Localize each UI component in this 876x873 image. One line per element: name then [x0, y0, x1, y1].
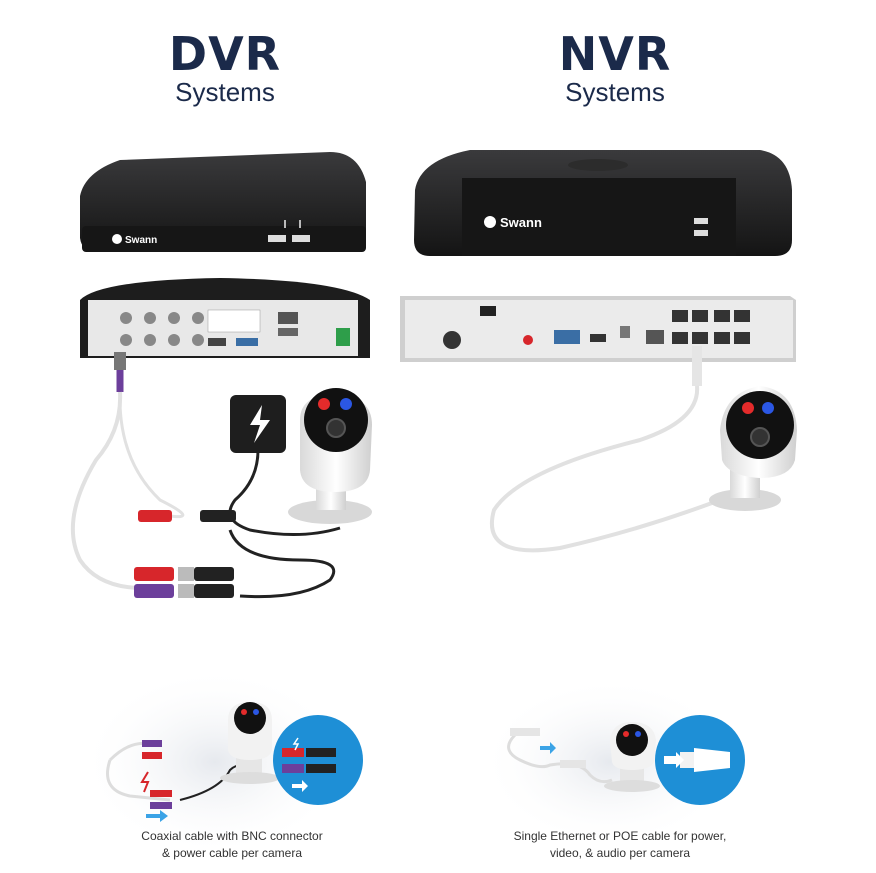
dvr-caption-line2: & power cable per camera — [161, 846, 303, 860]
dvr-heading: DVR Systems — [95, 30, 355, 106]
nvr-subtitle: Systems — [565, 77, 665, 107]
dvr-camera — [288, 388, 372, 524]
dvr-brand-label: Swann — [125, 235, 157, 246]
nvr-caption-line2: video, & audio per camera — [549, 846, 691, 860]
nvr-recorder-front: Swann — [414, 150, 792, 256]
dvr-connectors — [134, 510, 236, 598]
dvr-detail-illustration — [80, 667, 363, 857]
dvr-recorder-front: Swann — [80, 152, 366, 252]
dvr-caption: Coaxial cable with BNC connector & power… — [82, 828, 382, 862]
power-icon — [140, 771, 150, 793]
video-arrow-icon — [146, 810, 168, 822]
nvr-title: NVR — [558, 27, 672, 81]
dvr-recorder-back — [80, 278, 370, 370]
ethernet-zoom-arrow-icon — [664, 752, 684, 768]
nvr-ethernet-cable — [490, 346, 721, 553]
nvr-caption: Single Ethernet or POE cable for power, … — [470, 828, 770, 862]
nvr-recorder-back — [400, 296, 796, 362]
nvr-camera — [709, 386, 797, 511]
lightning-icon — [250, 405, 270, 443]
dvr-connector-zoom — [273, 715, 363, 805]
video-zoom-arrow-icon — [292, 780, 308, 792]
dvr-cables — [70, 370, 341, 599]
nvr-brand-label: Swann — [500, 215, 542, 230]
power-adapter — [230, 395, 286, 453]
nvr-detail-illustration — [480, 677, 745, 847]
nvr-heading: NVR Systems — [485, 30, 745, 106]
nvr-caption-line1: Single Ethernet or POE cable for power, — [513, 829, 727, 843]
power-zoom-icon — [292, 737, 300, 751]
dvr-subtitle: Systems — [175, 77, 275, 107]
dvr-caption-line1: Coaxial cable with BNC connector — [141, 829, 323, 843]
ethernet-arrow-icon — [540, 742, 556, 754]
dvr-title: DVR — [168, 27, 282, 81]
